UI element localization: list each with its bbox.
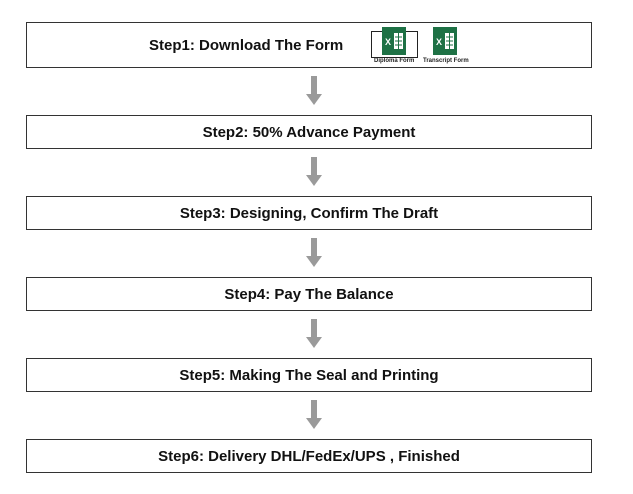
step-1-label: Step1: Download The Form bbox=[149, 36, 344, 54]
transcript-form-link[interactable]: Transcript Form bbox=[423, 58, 469, 64]
excel-icon[interactable]: X bbox=[382, 27, 406, 55]
svg-text:X: X bbox=[385, 37, 391, 47]
down-arrow-icon bbox=[306, 76, 322, 105]
step-4-label: Step4: Pay The Balance bbox=[224, 285, 394, 303]
step-2-box: Step2: 50% Advance Payment bbox=[26, 115, 592, 149]
step-1-box: Step1: Download The Form bbox=[26, 22, 592, 68]
step-3-box: Step3: Designing, Confirm The Draft bbox=[26, 196, 592, 230]
excel-icon[interactable]: X bbox=[433, 27, 457, 55]
step-5-label: Step5: Making The Seal and Printing bbox=[179, 366, 439, 384]
step-6-label: Step6: Delivery DHL/FedEx/UPS , Finished bbox=[158, 447, 460, 465]
down-arrow-icon bbox=[306, 157, 322, 186]
step-3-label: Step3: Designing, Confirm The Draft bbox=[179, 204, 439, 222]
down-arrow-icon bbox=[306, 238, 322, 267]
step-6-box: Step6: Delivery DHL/FedEx/UPS , Finished bbox=[26, 439, 592, 473]
diploma-form-link[interactable]: Diploma Form bbox=[374, 58, 415, 64]
down-arrow-icon bbox=[306, 319, 322, 348]
down-arrow-icon bbox=[306, 400, 322, 429]
svg-text:X: X bbox=[436, 37, 442, 47]
step-4-box: Step4: Pay The Balance bbox=[26, 277, 592, 311]
step-2-label: Step2: 50% Advance Payment bbox=[202, 123, 416, 141]
step-5-box: Step5: Making The Seal and Printing bbox=[26, 358, 592, 392]
